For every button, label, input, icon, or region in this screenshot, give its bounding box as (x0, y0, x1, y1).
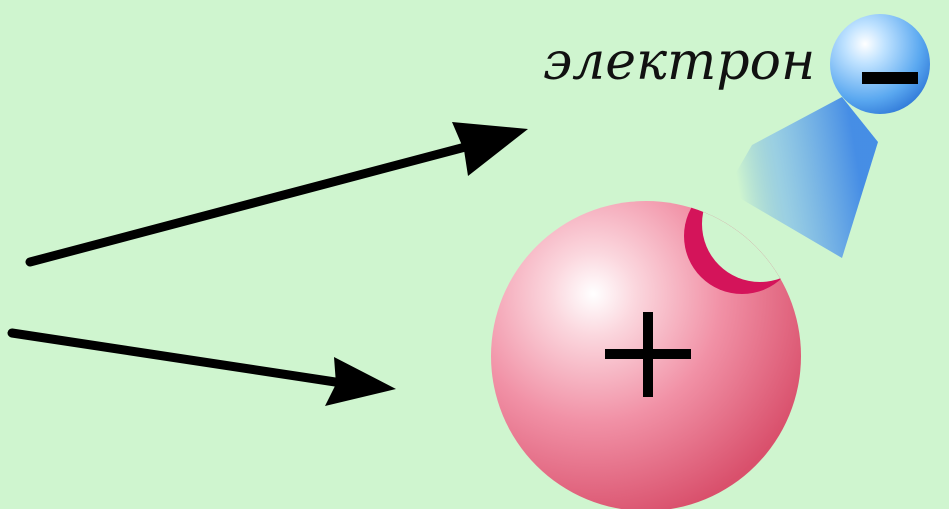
plus-sign (605, 312, 691, 397)
electron-trail (726, 97, 878, 258)
electron (830, 14, 930, 114)
positive-ion (491, 201, 801, 509)
minus-sign (862, 72, 918, 84)
electron-label: электрон (543, 32, 815, 92)
arrow-upper (25, 122, 528, 267)
arrow-lower (7, 328, 396, 406)
